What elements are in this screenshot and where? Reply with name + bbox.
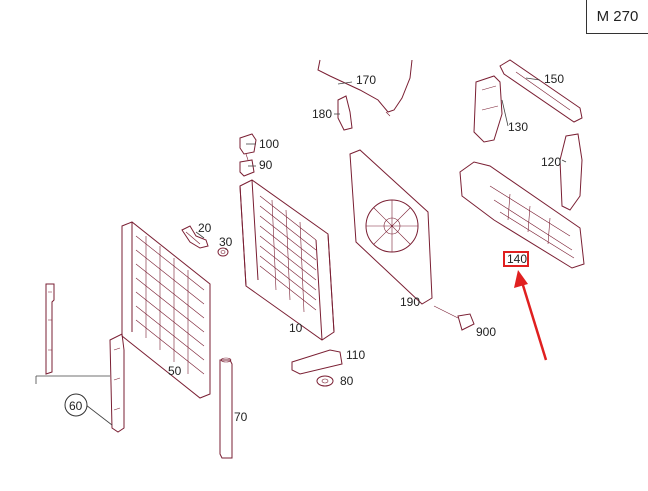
label-170[interactable]: 170 bbox=[356, 73, 376, 87]
leader-lines bbox=[195, 77, 567, 250]
model-code: M 270 bbox=[596, 8, 639, 25]
label-100[interactable]: 100 bbox=[259, 137, 279, 151]
label-900[interactable]: 900 bbox=[476, 325, 496, 339]
part-900-plug[interactable] bbox=[433, 305, 475, 331]
part-100-clip[interactable] bbox=[239, 133, 257, 161]
label-120[interactable]: 120 bbox=[541, 155, 561, 169]
label-150[interactable]: 150 bbox=[544, 72, 564, 86]
label-90[interactable]: 90 bbox=[259, 158, 273, 172]
leader-60 bbox=[35, 375, 113, 426]
label-50[interactable]: 50 bbox=[168, 364, 182, 378]
model-code-box: M 270 bbox=[586, 0, 648, 34]
part-180-connector[interactable] bbox=[337, 95, 353, 131]
part-70-tube[interactable] bbox=[219, 357, 233, 459]
part-190-fan-shroud[interactable] bbox=[349, 149, 433, 305]
callout-circle-60 bbox=[64, 393, 88, 417]
label-130[interactable]: 130 bbox=[508, 120, 528, 134]
part-30-washer[interactable] bbox=[217, 247, 229, 257]
part-50-condenser[interactable] bbox=[121, 221, 211, 399]
part-120-side-rail[interactable] bbox=[559, 133, 583, 211]
part-20-bolt[interactable] bbox=[181, 225, 209, 249]
label-110[interactable]: 110 bbox=[346, 348, 365, 362]
label-20[interactable]: 20 bbox=[198, 221, 212, 235]
label-190[interactable]: 190 bbox=[400, 295, 420, 309]
part-170-hose[interactable] bbox=[317, 59, 413, 117]
highlight-arrow bbox=[514, 270, 548, 361]
part-90-grommet[interactable] bbox=[239, 159, 255, 177]
label-180[interactable]: 180 bbox=[312, 107, 332, 121]
part-80-grommet[interactable] bbox=[316, 375, 334, 387]
highlight-box-140 bbox=[503, 251, 529, 267]
part-110-air-guide[interactable] bbox=[291, 349, 343, 375]
label-60[interactable]: 60 bbox=[69, 399, 83, 413]
label-140[interactable]: 140 bbox=[507, 252, 527, 266]
label-10[interactable]: 10 bbox=[289, 321, 303, 335]
label-80[interactable]: 80 bbox=[340, 374, 354, 388]
part-10-radiator[interactable] bbox=[239, 179, 335, 341]
part-140-air-duct[interactable] bbox=[459, 161, 585, 269]
part-130-duct-side[interactable] bbox=[473, 75, 503, 143]
part-150-upper-rail[interactable] bbox=[499, 59, 583, 123]
label-70[interactable]: 70 bbox=[234, 410, 248, 424]
label-30[interactable]: 30 bbox=[219, 235, 233, 249]
